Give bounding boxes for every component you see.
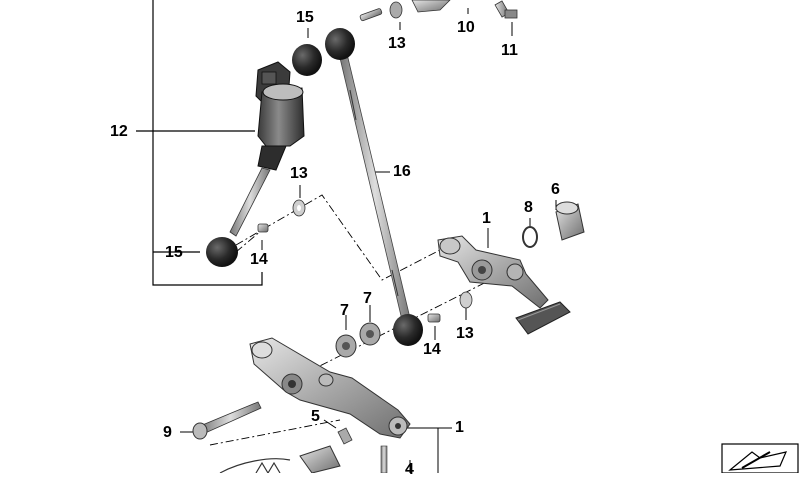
callout-1-lower: 1: [455, 419, 464, 436]
bracket-12: [136, 0, 263, 286]
top-small-parts: [359, 0, 518, 22]
shift-lever-part-1: [437, 235, 571, 335]
callout-5: 5: [311, 408, 320, 425]
callout-15-bot: 15: [165, 244, 183, 261]
circlip-part-8: [522, 226, 538, 248]
callout-16: 16: [393, 163, 411, 180]
washer-bolt-left: [257, 199, 306, 233]
callout-7-b: 7: [363, 290, 372, 307]
callout-13-top: 13: [388, 35, 406, 52]
gear-sensor-part-12: [229, 61, 305, 237]
callout-7-a: 7: [340, 302, 349, 319]
callout-6: 6: [551, 181, 560, 198]
callout-14-right: 14: [423, 341, 441, 358]
callout-13-mid: 13: [290, 165, 308, 182]
callout-12: 12: [110, 123, 128, 140]
footrest-bracket-part-1: [249, 337, 411, 439]
ball-joints: [206, 28, 423, 346]
callout-4: 4: [405, 461, 414, 478]
callout-9: 9: [163, 424, 172, 441]
callout-15-top: 15: [296, 9, 314, 26]
callout-10: 10: [457, 19, 475, 36]
callout-11: 11: [501, 42, 518, 59]
callout-13-right: 13: [456, 325, 474, 342]
callout-1-upper: 1: [482, 210, 491, 227]
bolt-part-9: [192, 401, 262, 440]
assembly-axes: [209, 194, 521, 446]
callout-8: 8: [524, 199, 533, 216]
bottom-parts: [219, 427, 388, 473]
shift-rod-part-16: [339, 57, 411, 321]
bushing-part-6: [555, 201, 585, 241]
pivot-washers: [335, 291, 473, 358]
orientation-icon: [721, 443, 799, 473]
callout-14-left: 14: [250, 251, 268, 268]
